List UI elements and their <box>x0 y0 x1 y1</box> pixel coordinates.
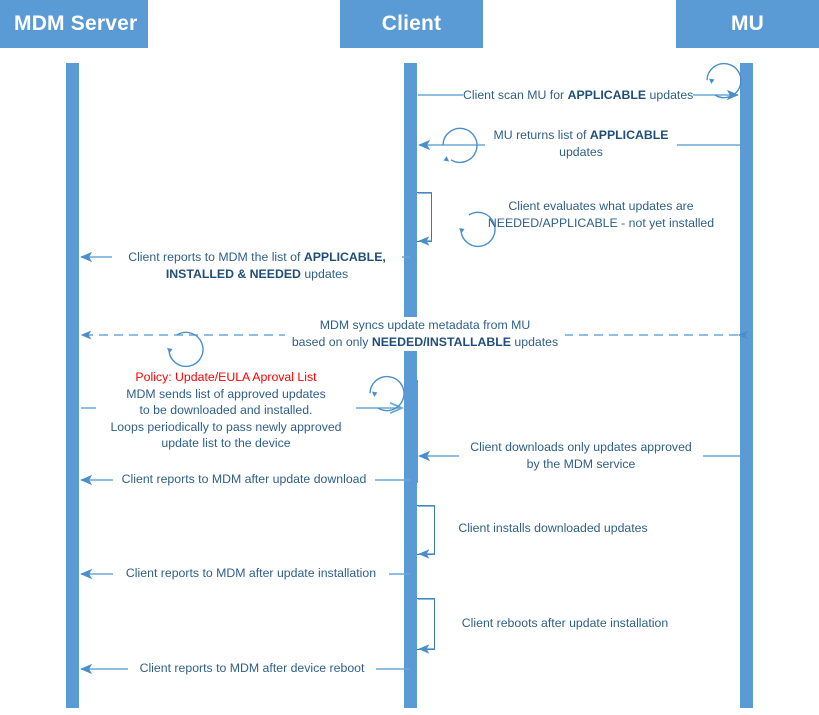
actor-header-mu[interactable]: MU <box>676 0 819 48</box>
activation-box-client-reboot <box>417 598 435 650</box>
message-label-m11: Client reboots after update installation <box>461 616 669 630</box>
actor-label-mdm-server: MDM Server <box>14 12 138 35</box>
actor-header-mdm-server[interactable]: MDM Server <box>0 0 148 48</box>
actor-header-client[interactable]: Client <box>340 0 483 48</box>
actor-label-mu: MU <box>730 12 765 35</box>
lifeline-client <box>404 63 417 708</box>
lifeline-mdm-server <box>66 63 79 708</box>
actor-label-client: Client <box>381 12 442 35</box>
message-label-m8: Client reports to MDM after update downl… <box>113 471 375 488</box>
message-label-m1: Client scan MU for APPLICABLE updates <box>463 87 694 104</box>
activation-box-client-install <box>417 505 435 555</box>
message-label-m10: Client reports to MDM after update insta… <box>113 565 389 582</box>
message-label-m9: Client installs downloaded updates <box>458 521 648 535</box>
lifeline-mu <box>740 63 753 708</box>
message-label-m12: Client reports to MDM after device reboo… <box>128 660 376 677</box>
message-label-m4: Client reports to MDM the list of APPLIC… <box>112 249 402 283</box>
activation-box-client-evaluate <box>417 192 432 242</box>
